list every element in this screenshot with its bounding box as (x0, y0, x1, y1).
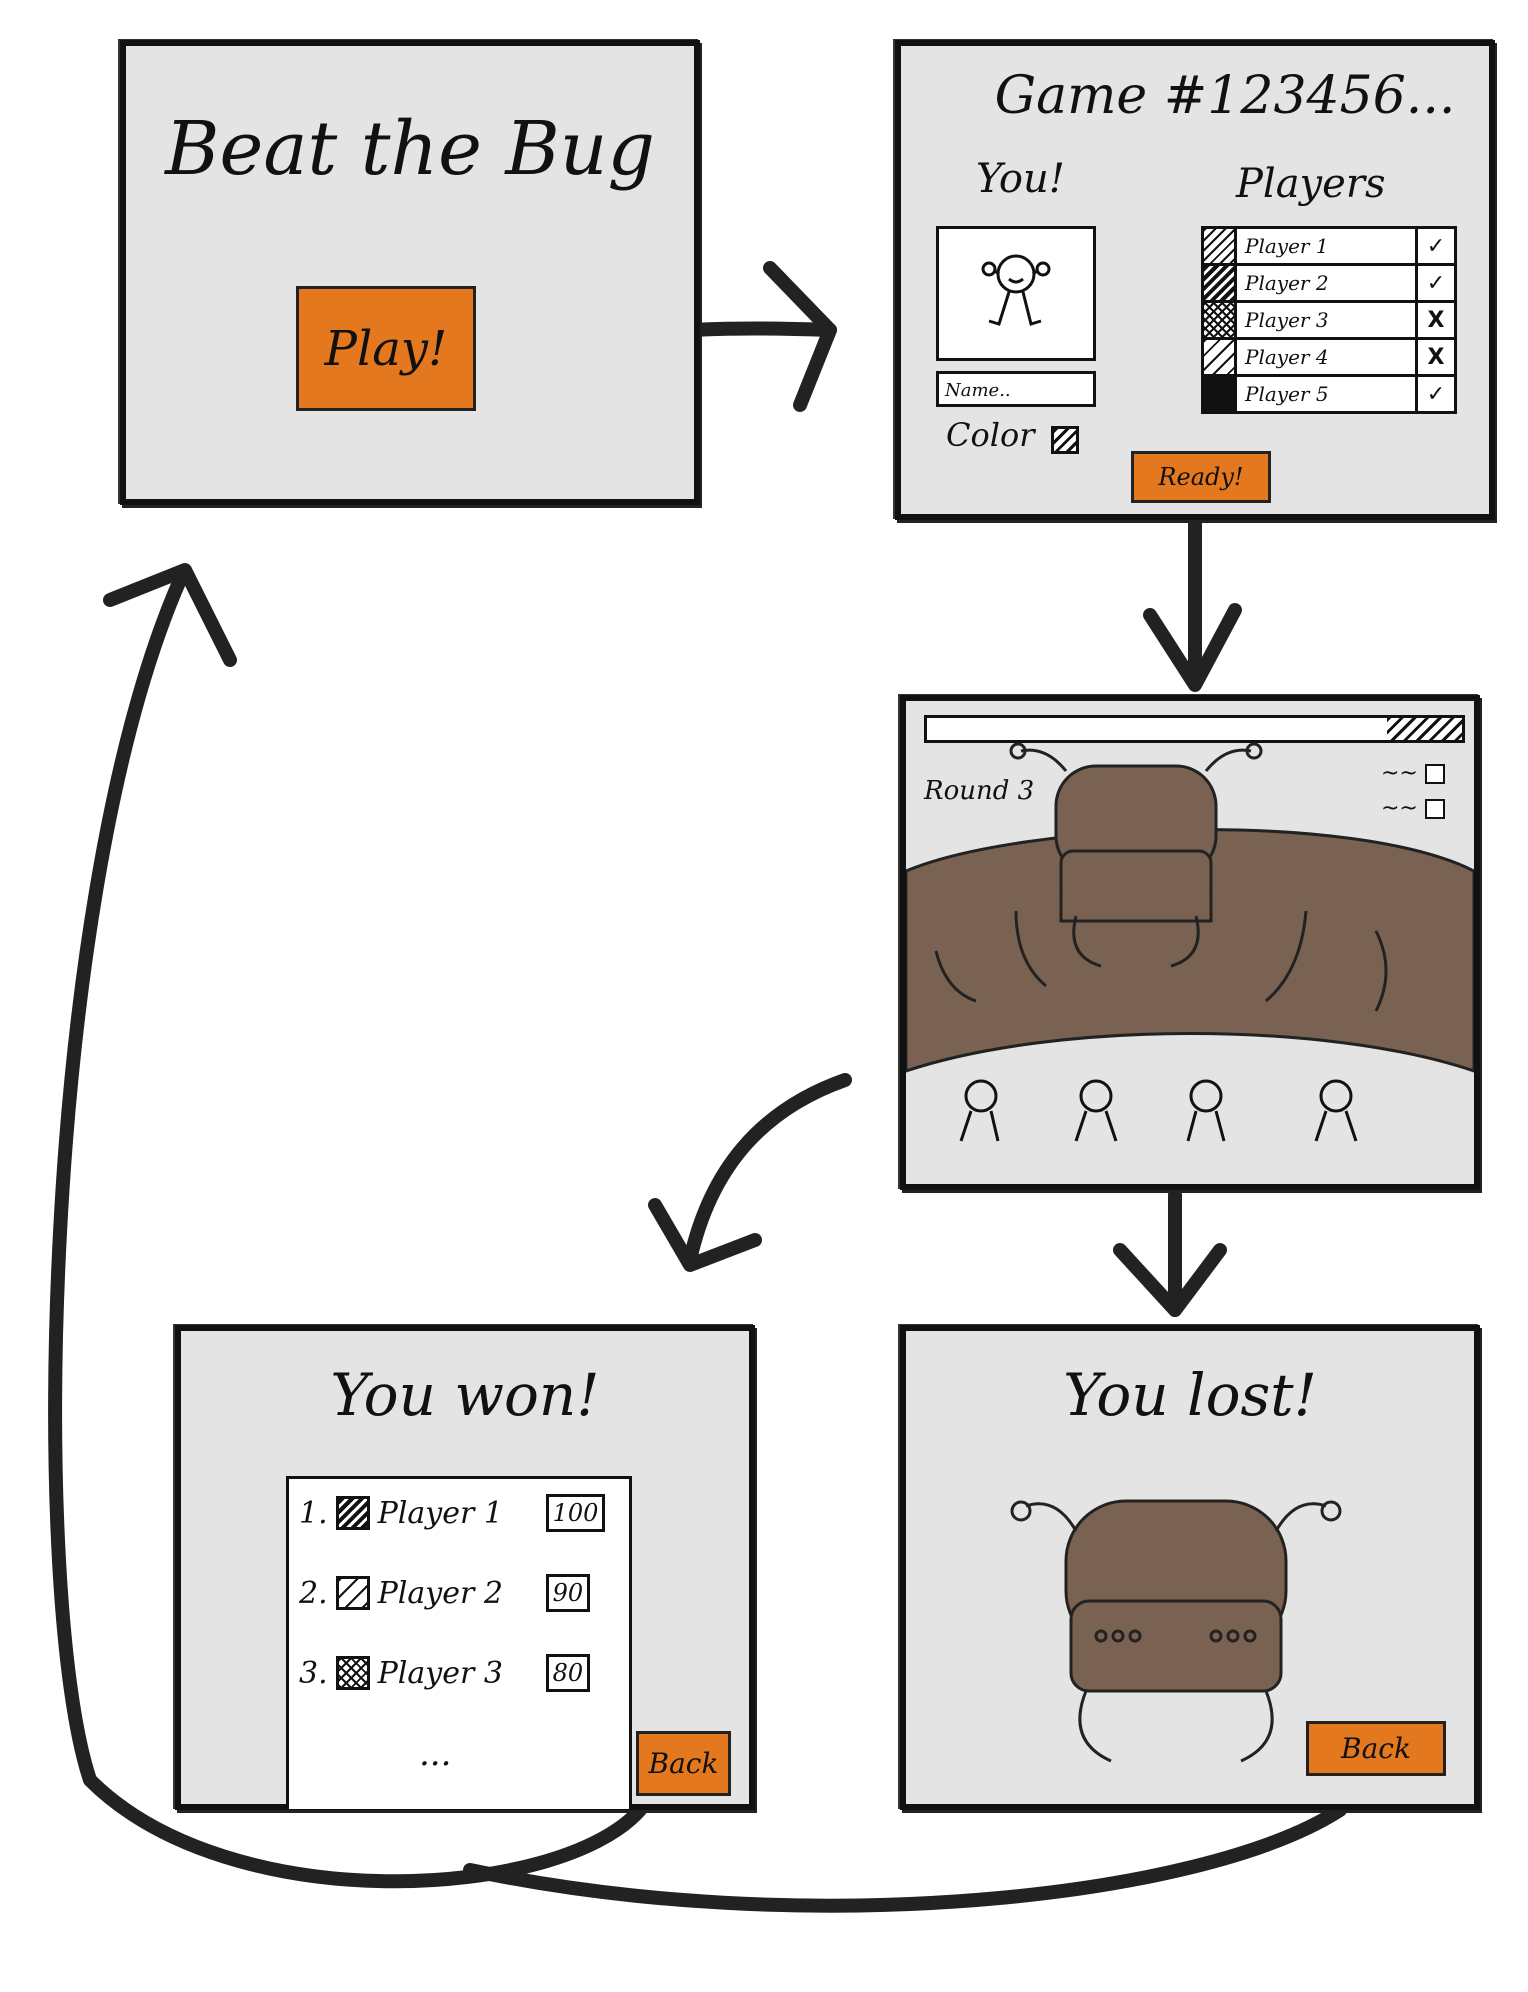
player-name: Player 3 (1245, 308, 1329, 332)
legend-checkbox-2[interactable] (1424, 799, 1445, 819)
game-screen: Round 3 ~~ ~~ (900, 695, 1480, 1190)
legend-row-1: ~~ (1381, 761, 1445, 786)
rankings-list: 1. Player 1 100 2. Player 2 90 3. Player 3 80 ..… (286, 1476, 632, 1809)
player-name: Player 2 (1245, 271, 1329, 295)
won-title: You won! (330, 1361, 600, 1429)
progress-fill (1387, 718, 1462, 740)
player-row: Player 1 ✓ (1204, 229, 1454, 266)
ranking-player-name: Player 3 (377, 1655, 503, 1691)
legend-row-2: ~~ (1381, 796, 1445, 821)
ranking-position: 1. (299, 1495, 328, 1531)
legend-checkbox-1[interactable] (1424, 764, 1445, 784)
player-color-swatch (1204, 340, 1237, 374)
player-row: Player 5 ✓ (1204, 377, 1454, 411)
player-ready-status: ✓ (1415, 377, 1454, 411)
player-ready-status: X (1415, 303, 1454, 337)
round-label: Round 3 (924, 776, 1035, 806)
won-screen: You won! 1. Player 1 100 2. Player 2 90 3. Play… (175, 1325, 755, 1810)
won-back-button[interactable]: Back (636, 1731, 731, 1796)
player-color-swatch (1204, 229, 1237, 263)
ranking-row: 1. Player 1 100 (299, 1494, 606, 1532)
ranking-player-name: Player 2 (377, 1575, 503, 1611)
ranking-position: 2. (299, 1575, 328, 1611)
name-input[interactable]: Name.. (936, 371, 1096, 407)
arrow-lost-back (463, 1803, 1347, 1913)
lobby-screen: Game #123456... You! Players Name.. Colo… (895, 40, 1495, 520)
bug-scene (906, 742, 1474, 1142)
player-color-swatch (1204, 377, 1237, 411)
arrowhead-lobby (763, 261, 837, 412)
home-screen: Beat the Bug Play! (120, 40, 700, 505)
ranking-score: 80 (545, 1654, 591, 1692)
ranking-row: 3. Player 3 80 (299, 1654, 591, 1692)
ranking-position: 3. (299, 1655, 328, 1691)
player-ready-status: ✓ (1415, 266, 1454, 300)
arrow-game-to-won (683, 1073, 852, 1267)
ready-button[interactable]: Ready! (1131, 451, 1271, 503)
color-swatch[interactable] (1051, 426, 1079, 454)
ranking-row: 2. Player 2 90 (299, 1574, 591, 1612)
stick-figure-icon (981, 254, 1051, 326)
player-color-swatch (1204, 266, 1237, 300)
lobby-title: Game #123456... (994, 66, 1456, 126)
player-name: Player 4 (1245, 345, 1329, 369)
home-title: Beat the Bug (165, 106, 655, 192)
player-row: Player 2 ✓ (1204, 266, 1454, 303)
progress-bar (924, 715, 1465, 743)
arrowhead-home (103, 563, 237, 667)
lost-back-button[interactable]: Back (1306, 1721, 1446, 1776)
arrowhead-lost (1113, 1243, 1227, 1317)
rankings-more: ... (419, 1734, 452, 1774)
arrowhead-won (648, 1198, 762, 1272)
player-name: Player 1 (1245, 234, 1329, 258)
ranking-player-name: Player 1 (377, 1495, 503, 1531)
player-name: Player 5 (1245, 382, 1329, 406)
ranking-score: 100 (545, 1494, 606, 1532)
player-row: Player 4 X (1204, 340, 1454, 377)
ranking-color-swatch (335, 1576, 370, 1610)
player-ready-status: ✓ (1415, 229, 1454, 263)
ranking-color-swatch (335, 1496, 370, 1530)
avatar-preview (936, 226, 1096, 361)
arrowhead-game (1143, 603, 1242, 692)
ranking-color-swatch (335, 1656, 370, 1690)
lost-title: You lost! (1063, 1361, 1317, 1429)
player-color-swatch (1204, 303, 1237, 337)
lost-bug-illustration (1010, 1499, 1342, 1763)
play-button[interactable]: Play! (296, 286, 476, 411)
players-label: Players (1236, 161, 1386, 207)
player-ready-status: X (1415, 340, 1454, 374)
color-label: Color (946, 416, 1035, 454)
ranking-score: 90 (545, 1574, 591, 1612)
lost-screen: You lost! Back (900, 1325, 1480, 1810)
you-label: You! (976, 156, 1065, 202)
player-row: Player 3 X (1204, 303, 1454, 340)
